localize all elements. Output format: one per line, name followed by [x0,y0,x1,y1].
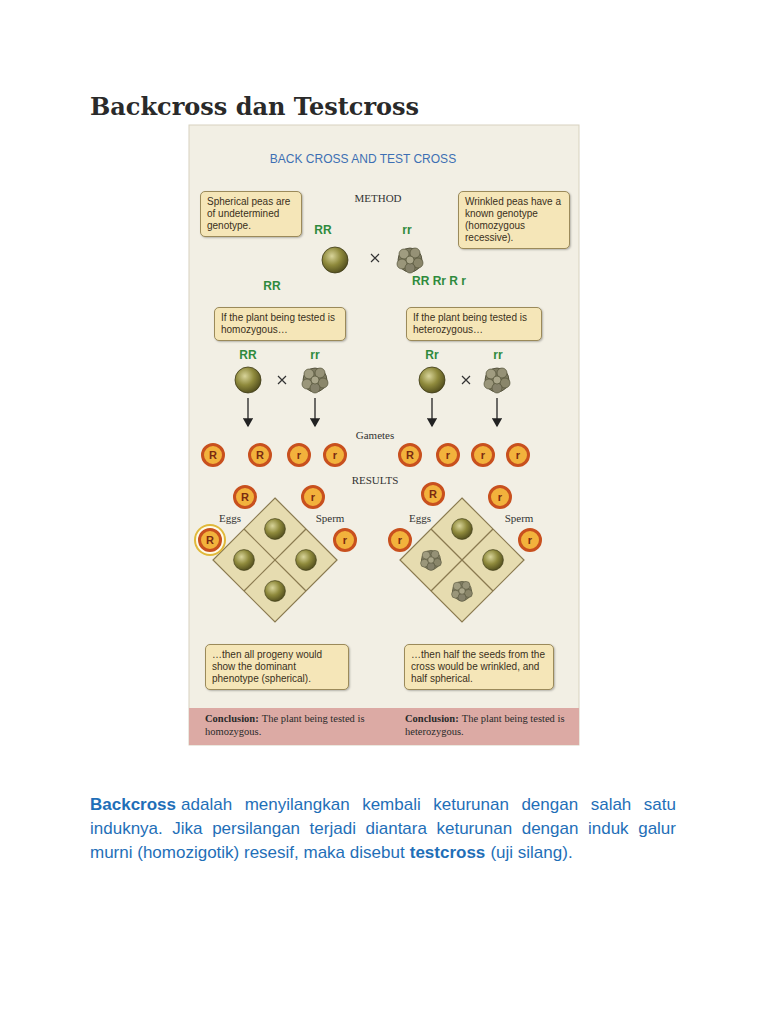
sperm-label: Sperm [316,512,345,524]
allele-letter: r [398,534,402,546]
conclusion-text: Conclusion:The plant being tested is hom… [205,712,375,738]
allele-letter: R [429,488,437,500]
sperm-label: Sperm [505,512,534,524]
callout-box: …then half the seeds from the cross woul… [404,644,554,690]
conclusion-band: Conclusion:The plant being tested is hom… [189,708,579,745]
key-term: testcross [410,843,486,862]
allele-letter: r [333,449,337,461]
gamete-circle: r [488,485,512,509]
callout-box: …then all progeny would show the dominan… [205,644,349,690]
gamete-circle: r [287,443,311,467]
allele-letter: R [406,449,414,461]
eggs-label: Eggs [219,512,241,524]
gamete-circle: r [436,443,460,467]
gamete-circle: r [388,528,412,552]
allele-letter: r [311,491,315,503]
gamete-circle: r [471,443,495,467]
gamete-circle: R [421,482,445,506]
genotype-label: rr [402,223,411,237]
callout-text: If the plant being tested is homozygous… [221,312,339,336]
genotype-label: rr [310,348,319,362]
callout-text: …then half the seeds from the cross woul… [411,649,547,685]
gamete-circle: r [333,528,357,552]
conclusion-text: Conclusion:The plant being tested is het… [405,712,575,738]
allele-letter: r [498,491,502,503]
gamete-circle: R [201,443,225,467]
genotype-label: RR [314,223,331,237]
section-heading: METHOD [354,192,401,204]
gamete-circle: R [248,443,272,467]
allele-letter: r [297,449,301,461]
allele-letter: r [343,534,347,546]
gamete-circle: R [233,485,257,509]
allele-letter: R [241,491,249,503]
allele-letter: r [481,449,485,461]
callout-text: If the plant being tested is heterozygou… [413,312,535,336]
callout-box: Spherical peas are of undetermined genot… [200,191,302,237]
genotype-label: Rr [425,348,438,362]
conclusion-label: Conclusion: [405,713,459,724]
eggs-label: Eggs [409,512,431,524]
callout-box: If the plant being tested is homozygous… [214,307,346,341]
paragraph-text: (uji silang). [490,843,572,862]
genotype-label: RR Rr R r [412,274,466,288]
allele-letter: R [206,534,214,546]
panel-heading: BACK CROSS AND TEST CROSS [270,152,456,166]
genotype-label: RR [239,348,256,362]
callout-text: Spherical peas are of undetermined genot… [207,196,295,232]
callout-box: Wrinkled peas have a known genotype (hom… [458,191,570,249]
genotype-label: RR [263,279,280,293]
allele-letter: R [256,449,264,461]
key-term: Backcross [90,795,176,814]
allele-letter: r [528,534,532,546]
page-title: Backcross dan Testcross [90,92,419,121]
gamete-circle: R [398,443,422,467]
callout-box: If the plant being tested is heterozygou… [406,307,542,341]
gamete-circle: R [198,528,222,552]
gamete-circle: r [506,443,530,467]
gamete-circle: r [301,485,325,509]
gamete-circle: r [323,443,347,467]
row-label: Gametes [356,429,394,441]
conclusion-label: Conclusion: [205,713,259,724]
allele-letter: R [209,449,217,461]
callout-text: …then all progeny would show the dominan… [212,649,342,685]
allele-letter: r [446,449,450,461]
description-paragraph: Backcrossadalah menyilangkan kembali ket… [90,793,676,865]
gamete-circle: r [518,528,542,552]
paragraph-text: adalah menyilangkan kembali keturunan de… [90,795,676,862]
genotype-label: rr [493,348,502,362]
allele-letter: r [516,449,520,461]
callout-text: Wrinkled peas have a known genotype (hom… [465,196,563,244]
panel [189,125,579,745]
section-heading: RESULTS [352,474,399,486]
